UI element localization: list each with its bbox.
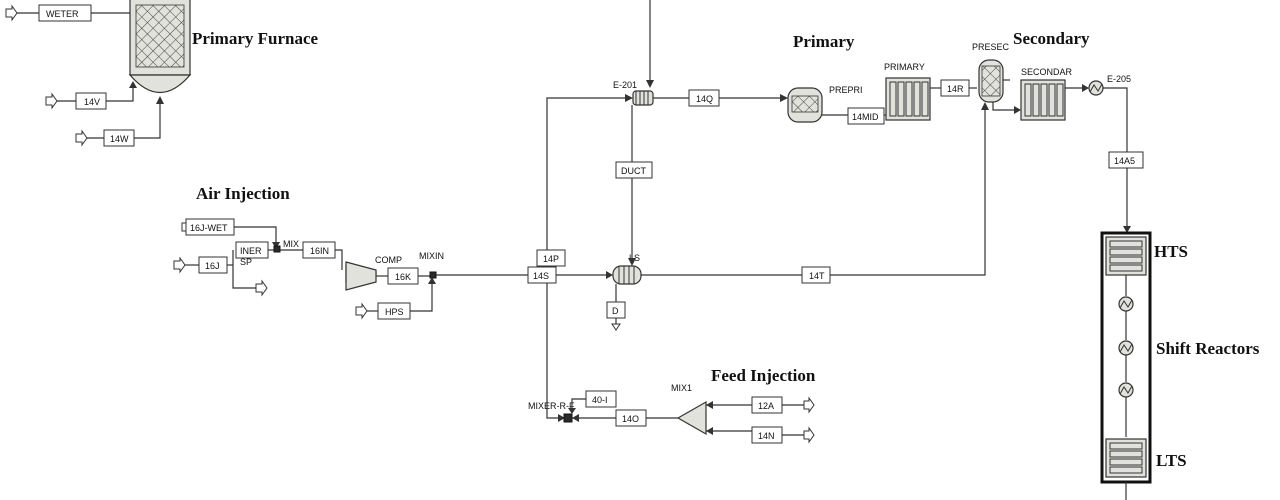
unit-e205-label: E-205 (1107, 74, 1131, 84)
unit-mixin-label: MIXIN (419, 251, 444, 261)
mix-node[interactable] (273, 245, 281, 253)
lts-title: LTS (1156, 451, 1187, 470)
shift-reactors-column: HTS Shift Reactors LTS (1100, 231, 1260, 500)
presec-vessel[interactable] (978, 59, 1004, 103)
primary-reformer[interactable] (885, 77, 931, 121)
shift-exchanger-3[interactable] (1118, 382, 1134, 398)
drain-arrow-icon (611, 323, 621, 331)
shift-reactors-title: Shift Reactors (1156, 339, 1260, 358)
air-injection-group: Air Injection 16J-WET INER MIX 16IN 16J … (173, 184, 444, 320)
shift-exchanger-2[interactable] (1118, 340, 1134, 356)
primary-furnace-title: Primary Furnace (192, 29, 318, 48)
unit-sp-label: SP (240, 257, 252, 267)
unit-mix-label: MIX (283, 239, 299, 249)
e201-heat-exchanger[interactable] (632, 90, 654, 106)
primary-furnace-vessel[interactable] (128, 0, 192, 94)
stream-d-label: D (612, 306, 619, 316)
stream-40i-label: 40-I (592, 395, 608, 405)
stream-14n-label: 14N (758, 431, 775, 441)
secondary-reformer[interactable] (1020, 79, 1066, 121)
shift-exchanger-1[interactable] (1118, 296, 1134, 312)
stream-14p-label: 14P (543, 254, 559, 264)
feed-arrow-icon (173, 256, 186, 274)
stream-16in-label: 16IN (310, 246, 329, 256)
unit-secondar-label: SECONDAR (1021, 67, 1073, 77)
feed-arrow-icon (5, 4, 18, 22)
feed-arrow-icon (803, 396, 815, 414)
stream-14w-label: 14W (110, 134, 129, 144)
stream-14s-label: 14S (533, 271, 549, 281)
stream-iner-label: INER (240, 246, 262, 256)
feed-arrow-icon (355, 302, 368, 320)
vent-arrow-icon (255, 279, 268, 297)
stream-16jwet-label: 16J-WET (190, 223, 228, 233)
air-compressor[interactable] (345, 261, 377, 291)
middle-header: 14S 14P LS DUCT D 14T (436, 94, 989, 422)
stream-duct-label: DUCT (621, 166, 646, 176)
feed-injection-group: Feed Injection MIXER-R-F 40-I 14O MIX1 1… (528, 366, 816, 444)
air-injection-title: Air Injection (196, 184, 290, 203)
feed-arrow-icon (803, 426, 815, 444)
primary-title: Primary (793, 32, 855, 51)
unit-mixer-rf-label: MIXER-R-F (528, 401, 575, 411)
stream-14a5[interactable] (1108, 151, 1144, 169)
feed-arrow-icon (45, 92, 58, 110)
unit-e201-label: E-201 (613, 80, 637, 90)
secondary-title: Secondary (1013, 29, 1090, 48)
hts-title: HTS (1154, 242, 1188, 261)
stream-14v-label: 14V (84, 97, 100, 107)
stream-12a-label: 12A (758, 401, 774, 411)
stream-weter-label: WETER (46, 9, 79, 19)
stream-14t-label: 14T (809, 271, 825, 281)
lts-reactor[interactable] (1105, 438, 1147, 478)
mix1-mixer[interactable] (676, 400, 707, 436)
stream-14mid[interactable] (847, 107, 885, 125)
unit-mix1-label: MIX1 (671, 383, 692, 393)
mixin-node[interactable] (429, 271, 437, 279)
stream-14r-label: 14R (947, 84, 964, 94)
ls-heat-exchanger[interactable] (612, 265, 642, 285)
stream-14o-label: 14O (622, 414, 639, 424)
unit-primary-label: PRIMARY (884, 62, 925, 72)
prepri-reactor[interactable] (787, 87, 823, 123)
stream-16j-label: 16J (205, 261, 220, 271)
feed-injection-title: Feed Injection (711, 366, 816, 385)
stream-hps-label: HPS (385, 307, 404, 317)
stream-16k-label: 16K (395, 272, 411, 282)
unit-comp-label: COMP (375, 255, 402, 265)
e205-cooler[interactable] (1088, 80, 1104, 96)
reformer-train: E-201 14Q PREPRI Primary 14MID (613, 0, 1144, 233)
mixer-rf-node[interactable] (563, 413, 573, 423)
unit-presec-label: PRESEC (972, 42, 1010, 52)
stream-14p[interactable] (536, 249, 566, 267)
hts-reactor[interactable] (1105, 236, 1147, 276)
stream-40i[interactable] (585, 390, 617, 408)
feed-arrow-icon (75, 129, 88, 147)
stream-14q-label: 14Q (696, 94, 713, 104)
stream-14a5-label: 14A5 (1114, 156, 1135, 166)
stream-duct[interactable] (615, 161, 653, 179)
unit-prepri-label: PREPRI (829, 85, 863, 95)
primary-furnace-group: WETER Primary Furnace 14V 14W (5, 0, 318, 147)
stream-14mid-label: 14MID (852, 112, 879, 122)
